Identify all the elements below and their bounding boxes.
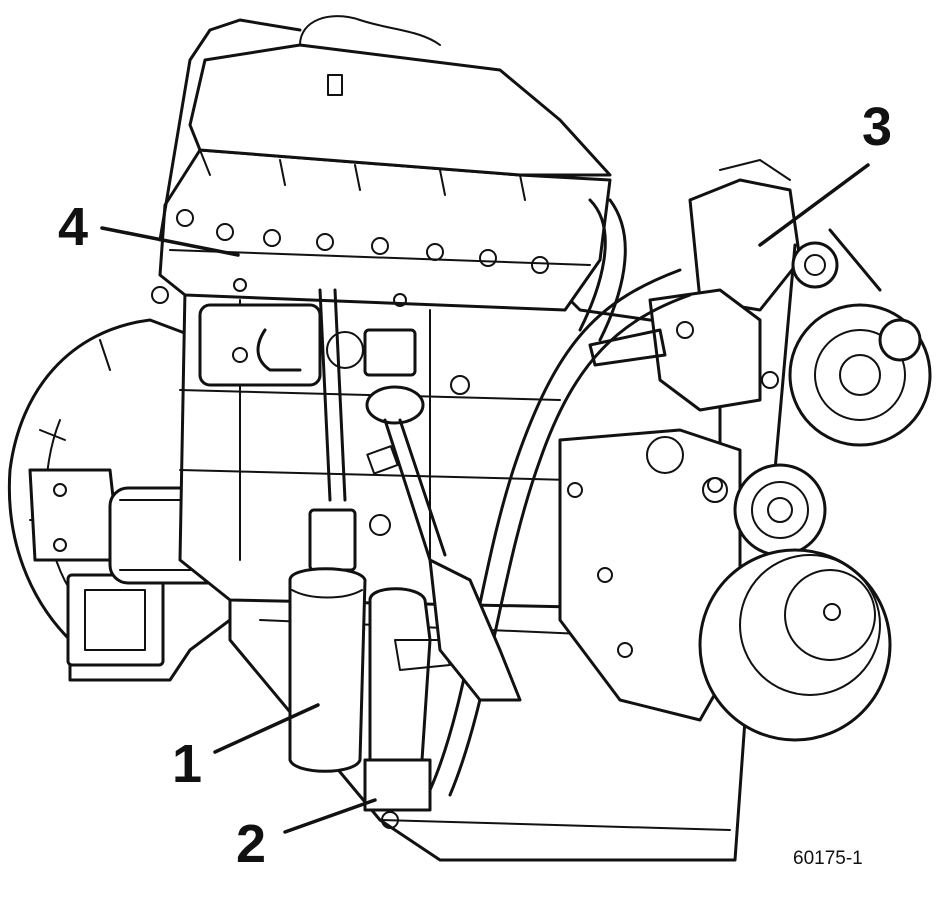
callout-3: 3 xyxy=(862,97,892,157)
injection-pump-bracket xyxy=(648,159,802,412)
callout-4-leader xyxy=(100,226,240,257)
injector-lines xyxy=(151,18,549,307)
callout-3-leader xyxy=(758,163,870,247)
callout-4: 4 xyxy=(58,197,88,257)
oil-filter xyxy=(288,288,367,773)
fuel-filter xyxy=(363,558,522,829)
cylinder-head xyxy=(158,15,612,312)
callout-1-leader xyxy=(213,703,320,754)
callout-1: 1 xyxy=(172,734,202,794)
coolant-hoses xyxy=(428,198,692,797)
figure-code: 60175-1 xyxy=(793,848,863,869)
pulley-system xyxy=(698,228,932,742)
callout-2-leader xyxy=(283,798,377,834)
oil-filler xyxy=(365,385,447,562)
callout-2: 2 xyxy=(236,814,266,874)
